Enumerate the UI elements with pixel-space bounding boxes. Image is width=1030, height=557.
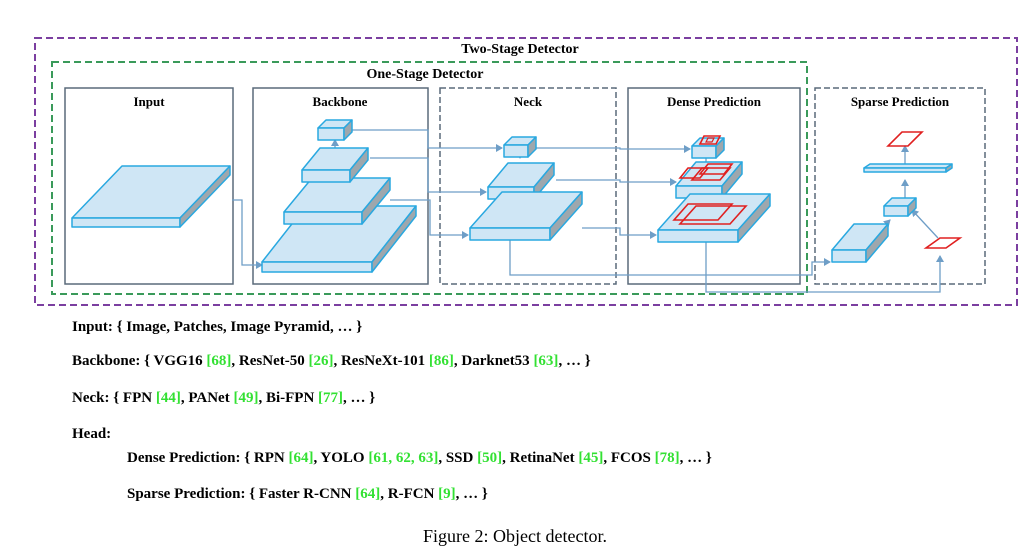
legend-neck-items: { FPN [44], PANet [49], Bi-FPN [77], … }	[113, 390, 376, 406]
neck-title: Neck	[514, 94, 543, 109]
two-stage-label: Two-Stage Detector	[461, 42, 579, 57]
dense-block-3	[657, 193, 771, 243]
legend-input: Input: { Image, Patches, Image Pyramid, …	[72, 318, 362, 336]
legend-input-label: Input:	[72, 319, 113, 335]
legend-head: Head:	[72, 425, 111, 443]
backbone-title: Backbone	[313, 94, 368, 109]
legend-sparse-label: Sparse Prediction:	[127, 486, 246, 502]
sparse-prediction-panel	[814, 87, 986, 285]
figure-caption: Figure 2: Object detector.	[423, 526, 607, 546]
legend-neck: Neck: { FPN [44], PANet [49], Bi-FPN [77…	[72, 389, 375, 407]
legend-sparse-items: { Faster R-CNN [64], R-FCN [9], … }	[245, 486, 488, 502]
legend-backbone-items: { VGG16 [68], ResNet-50 [26], ResNeXt-10…	[144, 353, 591, 369]
sparse-block-large	[831, 223, 889, 263]
legend-dense-prediction: Dense Prediction: { RPN [64], YOLO [61, …	[127, 449, 712, 467]
legend-dense-items: { RPN [64], YOLO [61, 62, 63], SSD [50],…	[240, 450, 712, 466]
backbone-block-1	[317, 119, 353, 141]
sparse-prediction-title: Sparse Prediction	[851, 94, 950, 109]
prediction-boxes	[672, 131, 963, 249]
dense-block-1	[691, 137, 725, 159]
legend-backbone: Backbone: { VGG16 [68], ResNet-50 [26], …	[72, 352, 591, 370]
backbone-block-3	[283, 177, 391, 225]
legend-backbone-label: Backbone:	[72, 353, 141, 369]
neck-block-3	[469, 191, 583, 241]
legend-head-label: Head:	[72, 426, 112, 442]
backbone-block-2	[301, 147, 369, 183]
two-stage-detector-box	[34, 37, 1018, 306]
legend-dense-label: Dense Prediction:	[127, 450, 241, 466]
sparse-fc-layer	[863, 163, 953, 173]
object-detector-diagram: Two-Stage Detector One-Stage Detector In…	[34, 37, 1018, 306]
legend-neck-label: Neck:	[72, 390, 110, 406]
input-image-block	[71, 165, 231, 228]
layer-blocks	[71, 119, 953, 273]
sparse-block-small	[883, 197, 917, 217]
one-stage-label: One-Stage Detector	[366, 67, 483, 82]
neck-panel	[439, 87, 617, 285]
input-title: Input	[133, 94, 165, 109]
connector-lines	[232, 129, 944, 293]
input-panel	[64, 87, 234, 285]
one-stage-detector-box	[51, 61, 808, 295]
dense-prediction-panel	[627, 87, 801, 285]
neck-block-1	[503, 136, 537, 158]
legend-sparse-prediction: Sparse Prediction: { Faster R-CNN [64], …	[127, 485, 488, 503]
dense-prediction-title: Dense Prediction	[667, 94, 762, 109]
legend-input-items: { Image, Patches, Image Pyramid, … }	[116, 319, 363, 335]
